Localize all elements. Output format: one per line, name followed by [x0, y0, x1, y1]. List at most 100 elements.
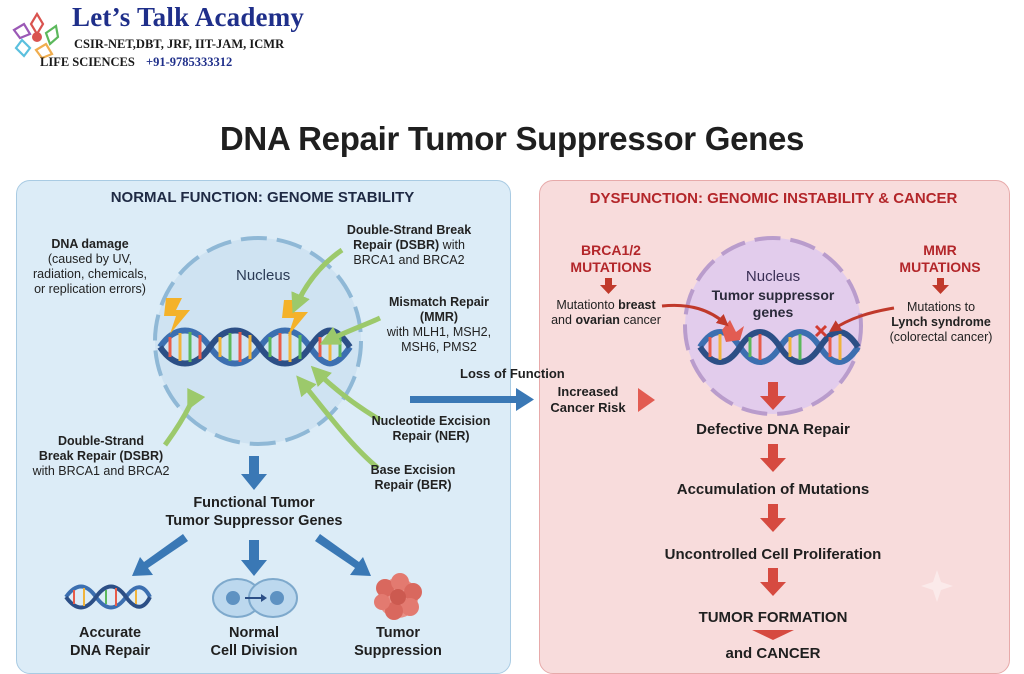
dysfunction-header: DYSFUNCTION: GENOMIC INSTABILITY & CANCE…	[589, 190, 958, 207]
ber-line-2: Repair (BER)	[374, 478, 452, 492]
brca-desc: Mutationto breast and ovarian cancer	[540, 298, 672, 328]
brca-desc-1a: Mutationto	[556, 298, 619, 312]
academy-name: Let’s Talk Academy	[72, 2, 305, 32]
dsbr-bottom-label: Double-Strand Break Repair (DSBR) with B…	[22, 434, 180, 479]
mmr-desc-1: Mutations to	[906, 300, 976, 314]
outcome-2-line-2: Cell Division	[210, 643, 298, 659]
brca-desc-2: and ovarian cancer	[540, 313, 672, 328]
lightning-icon	[282, 300, 308, 336]
ber-label: Base Excision Repair (BER)	[358, 463, 468, 493]
tumor-cluster-icon	[374, 573, 422, 620]
loss-of-function-arrow	[410, 388, 655, 412]
dsbr-top-line-2: Repair (DSBR) with	[336, 238, 482, 253]
increased-risk-label: Increased Cancer Risk	[540, 384, 636, 416]
dna-damage-label: DNA damage (caused by UV, radiation, che…	[26, 237, 154, 297]
mmr-line-4: MSH6, PMS2	[401, 340, 477, 354]
mmr-desc-2: Lynch syndrome	[891, 315, 991, 329]
outcome-1-line-2: DNA Repair	[69, 643, 151, 659]
mmr-label: Mismatch Repair (MMR) with MLH1, MSH2, M…	[380, 295, 498, 355]
dna-damage-desc-1: (caused by UV,	[47, 252, 133, 266]
right-nucleus	[683, 236, 863, 416]
step-defective-repair: Defective DNA Repair	[696, 421, 850, 438]
outcome-arrows	[132, 456, 371, 576]
academy-subject: LIFE SCIENCES +91-9785333312	[40, 55, 232, 70]
outcome-3-line-2: Suppression	[354, 643, 442, 659]
dsbr-top-arrow	[291, 247, 344, 314]
dsbr-top-line-1: Double-Strand Break	[346, 223, 472, 237]
left-nucleus-label: Nucleus	[236, 267, 291, 284]
mutation-x-icon	[814, 324, 828, 338]
brca-desc-2a: and	[551, 313, 576, 327]
outcome-3-line-1: Tumor	[375, 625, 421, 641]
outcome-accurate-repair: Accurate DNA Repair	[52, 624, 168, 660]
dsbr-bottom-arrow	[162, 388, 206, 447]
mmr-line-3: with MLH1, MSH2,	[386, 325, 492, 339]
outcome-tumor-suppression: Tumor Suppression	[340, 624, 456, 660]
dsbr-bottom-line-3: with BRCA1 and BRCA2	[32, 464, 170, 478]
brca-line-1: BRCA1/2	[581, 242, 641, 258]
repair-arrows	[162, 247, 382, 470]
ber-line-1: Base Excision	[370, 463, 456, 477]
tsg-line-2: genes	[752, 304, 794, 320]
mmr-mutations-header: MMR MUTATIONS	[888, 242, 992, 276]
step-cancer: and CANCER	[725, 645, 821, 662]
tumor-suppressor-label: Tumor suppressor genes	[695, 287, 851, 321]
academy-phone: +91-9785333312	[145, 55, 233, 69]
mmr-mut-line-1: MMR	[923, 242, 957, 258]
mmr-mut-line-2: MUTATIONS	[899, 259, 981, 275]
academy-exams: CSIR-NET,DBT, JRF, IIT-JAM, ICMR	[74, 37, 285, 51]
brca-line-2: MUTATIONS	[570, 259, 652, 275]
academy-subject-text: LIFE SCIENCES	[40, 55, 135, 69]
mutation-arrows	[661, 303, 895, 332]
ber-arrow	[296, 375, 380, 470]
dna-damage-title: DNA damage	[51, 237, 129, 251]
mutation-down-arrows	[600, 278, 949, 294]
functional-line-2: Tumor Suppressor Genes	[165, 513, 343, 529]
brca-desc-1b: breast	[618, 298, 656, 312]
ner-label: Nucleotide Excision Repair (NER)	[358, 414, 504, 444]
cell-division-icon	[212, 578, 298, 618]
dsbr-bottom-line-2: Break Repair (DSBR)	[38, 449, 164, 463]
dna-damage-desc-2: radiation, chemicals,	[33, 267, 147, 281]
brca-mutations-header: BRCA1/2 MUTATIONS	[556, 242, 666, 276]
ner-line-2: Repair (NER)	[392, 429, 470, 443]
cancer-flow-arrows	[752, 382, 794, 640]
left-dna-helix-icon	[157, 327, 353, 367]
dsbr-top-label: Double-Strand Break Repair (DSBR) with B…	[336, 223, 482, 268]
brca-desc-1: Mutationto breast	[540, 298, 672, 313]
step-accumulation: Accumulation of Mutations	[676, 481, 870, 498]
outcome-1-line-1: Accurate	[78, 625, 142, 641]
tsg-line-1: Tumor suppressor	[711, 287, 835, 303]
page-title: DNA Repair Tumor Suppressor Genes	[219, 120, 805, 157]
loss-of-function-label: Loss of Function	[460, 366, 565, 381]
step-tumor-formation: TUMOR FORMATION	[698, 609, 848, 626]
mmr-line-1: Mismatch Repair	[388, 295, 490, 309]
dsbr-top-line-2-bold: Repair (DSBR)	[353, 238, 440, 252]
brca-desc-2b: ovarian	[575, 313, 620, 327]
dna-damage-desc-3: or replication errors)	[34, 282, 146, 296]
step-proliferation: Uncontrolled Cell Proliferation	[664, 546, 882, 563]
dsbr-bottom-line-1: Double-Strand	[57, 434, 145, 448]
academy-logo-icon	[12, 11, 60, 60]
mmr-line-2: (MMR)	[419, 310, 459, 324]
functional-genes-label: Functional Tumor Tumor Suppressor Genes	[150, 494, 358, 530]
brca-desc-2c: cancer	[619, 313, 661, 327]
ner-line-1: Nucleotide Excision	[371, 414, 491, 428]
increased-risk-line-2: Cancer Risk	[550, 400, 626, 415]
outcome-2-line-1: Normal	[229, 625, 279, 641]
mini-dna-icon	[64, 584, 152, 610]
dsbr-top-line-3: BRCA1 and BRCA2	[353, 253, 465, 267]
mmr-arrow	[319, 315, 382, 345]
dsbr-top-line-2-rest: with	[439, 238, 465, 252]
ner-arrow	[310, 365, 382, 423]
increased-risk-line-1: Increased	[557, 384, 619, 399]
normal-function-header: NORMAL FUNCTION: GENOME STABILITY	[110, 189, 415, 206]
lightning-icon	[164, 298, 190, 334]
right-nucleus-label: Nucleus	[745, 268, 801, 285]
sparkle-icon	[921, 570, 953, 602]
functional-line-1: Functional Tumor	[193, 495, 315, 511]
mmr-desc-3: (colorectal cancer)	[889, 330, 993, 344]
mmr-mut-desc: Mutations to Lynch syndrome (colorectal …	[880, 300, 1002, 345]
outcome-normal-division: Normal Cell Division	[196, 624, 312, 660]
